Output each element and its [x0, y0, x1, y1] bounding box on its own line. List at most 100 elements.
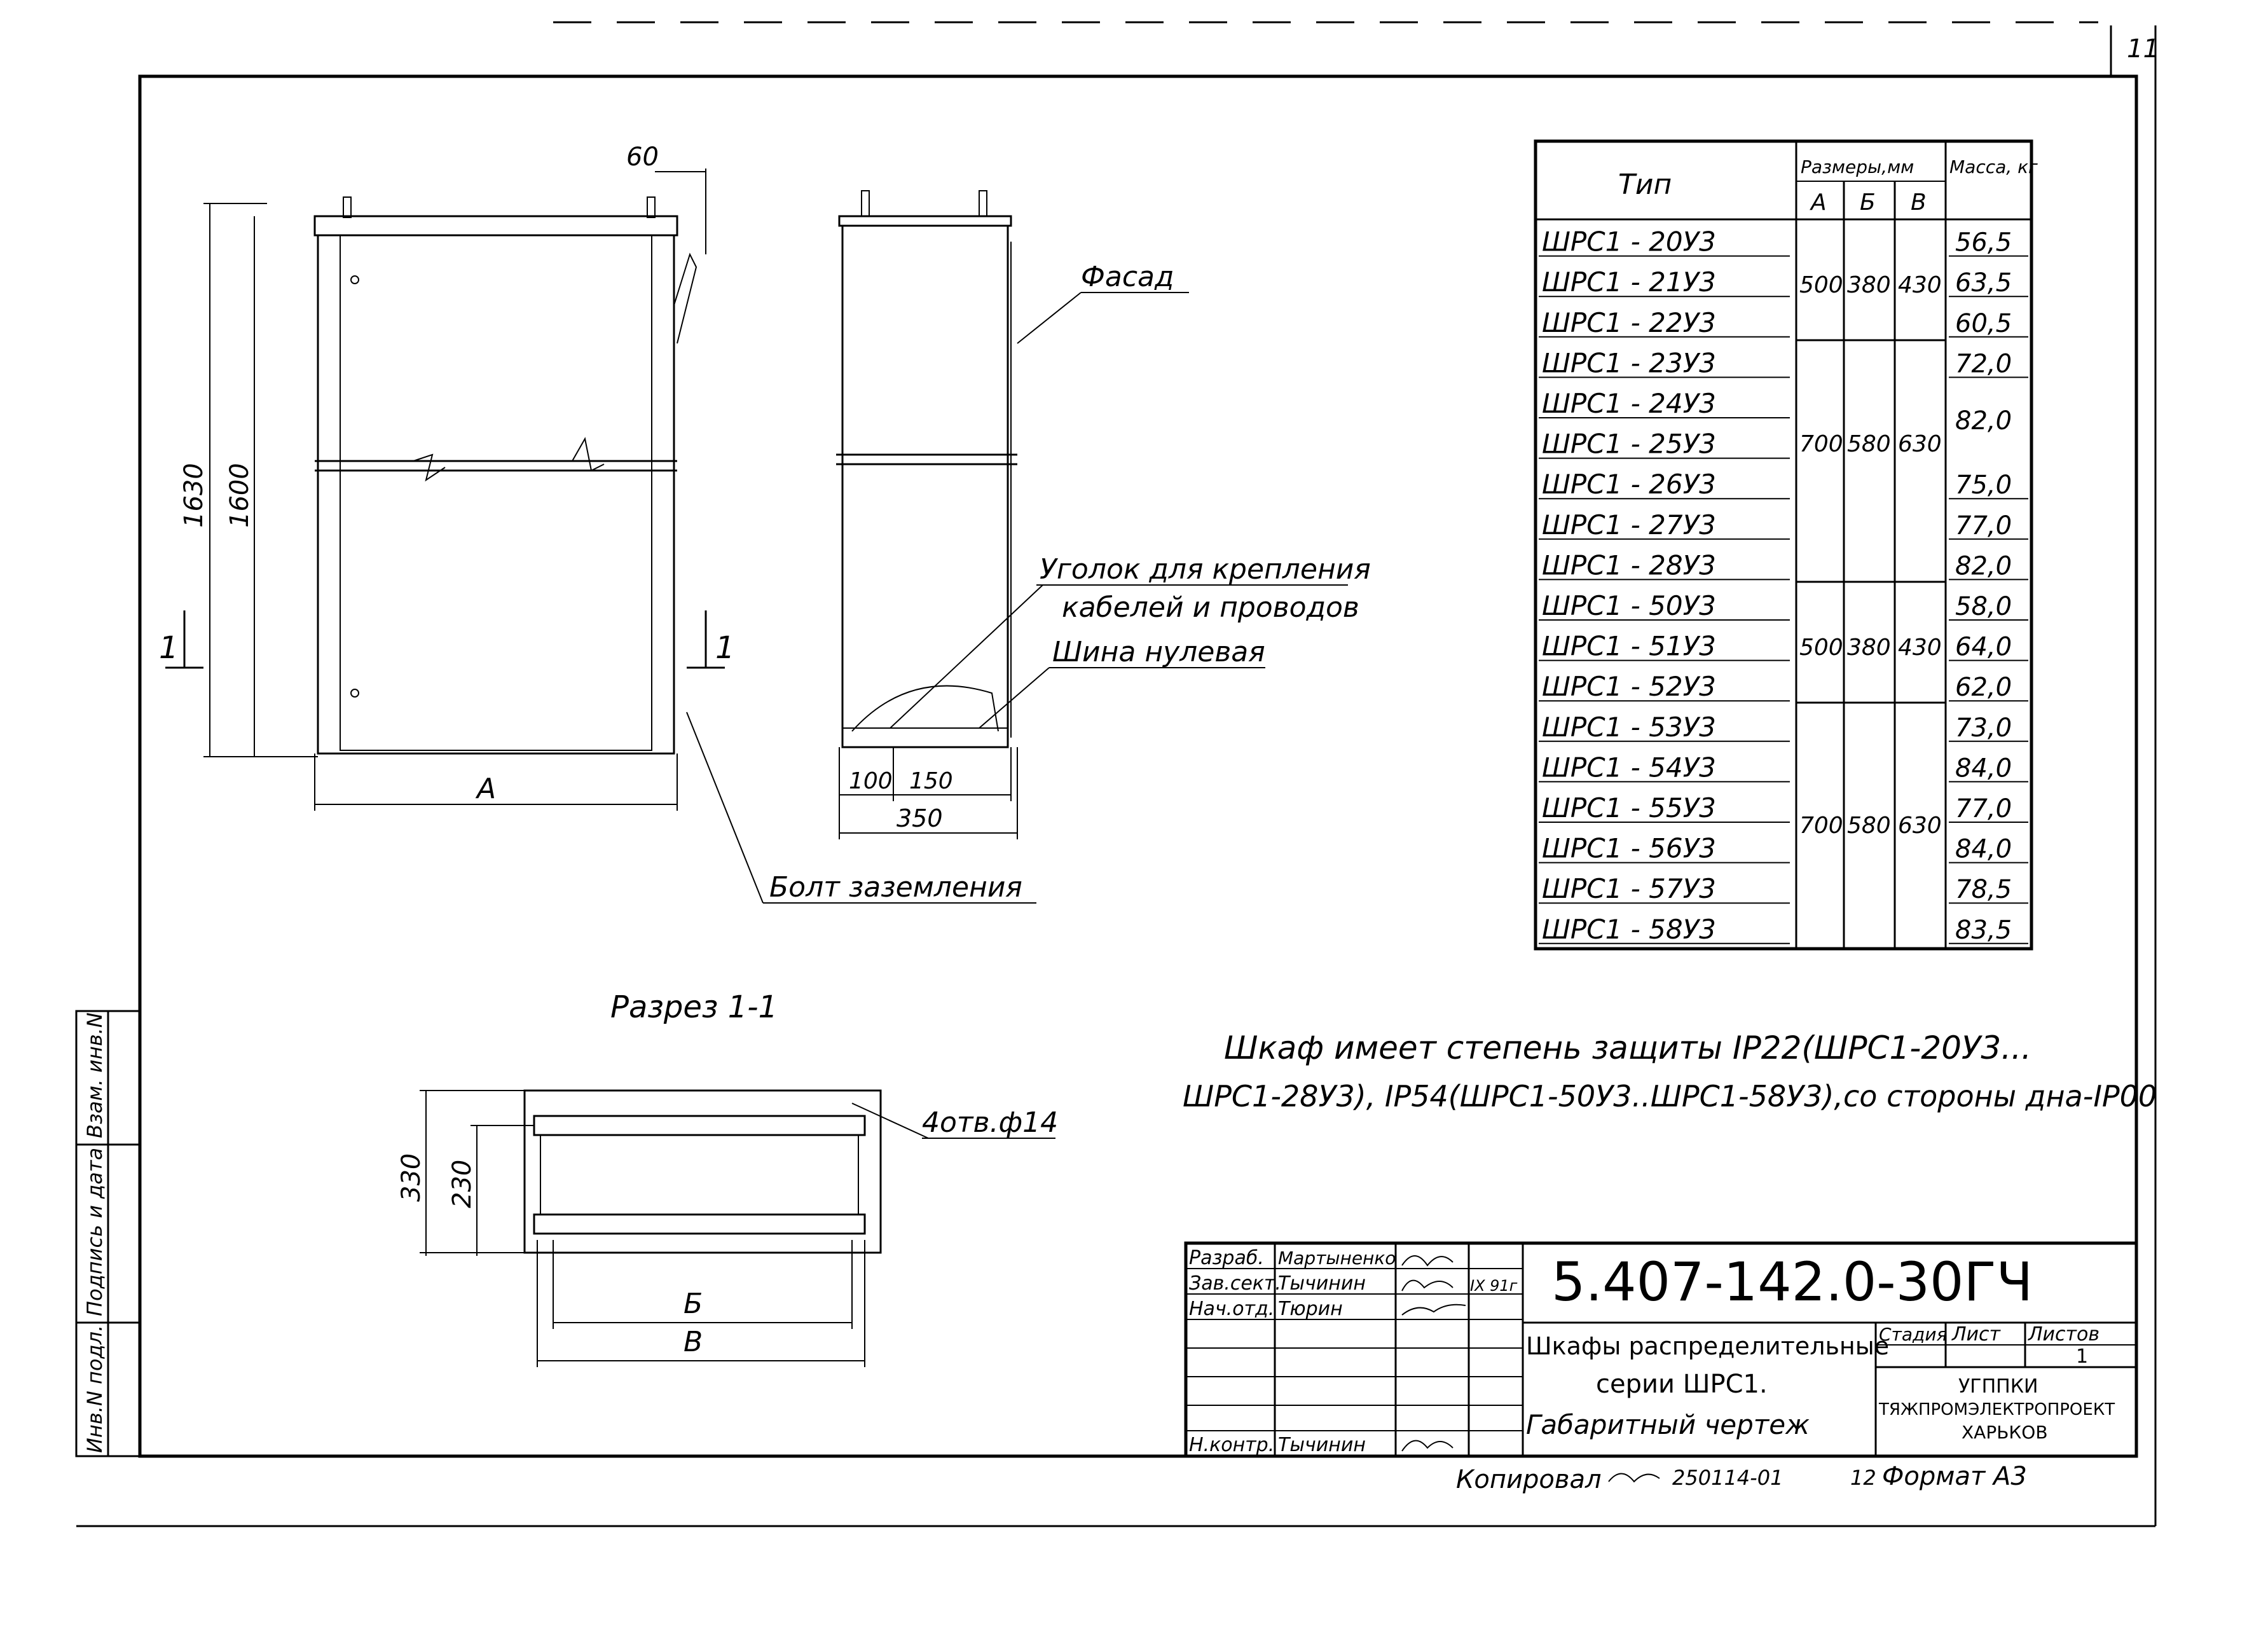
row-type: ШРС1 - 28У3 — [1542, 549, 1716, 581]
row-type: ШРС1 - 54У3 — [1542, 752, 1716, 783]
row-type: ШРС1 - 20У3 — [1542, 226, 1716, 258]
row-type: ШРС1 - 58У3 — [1542, 914, 1716, 945]
stage-label: Стадия — [1879, 1324, 1947, 1345]
label-angle-2: кабелей и проводов — [1062, 591, 1359, 624]
row-type: ШРС1 - 25У3 — [1542, 429, 1716, 460]
org-line-2: ТЯЖПРОМЭЛЕКТРОПРОЕКТ — [1878, 1400, 2115, 1419]
name-3: Тюрин — [1278, 1298, 1343, 1320]
group-1-b: 380 — [1847, 272, 1891, 298]
row-mass: 64,0 — [1955, 633, 2012, 662]
signature-2 — [1401, 1279, 1454, 1291]
row-mass: 77,0 — [1955, 511, 2012, 540]
strip-orig-inv: Инв.N подл. — [83, 1325, 107, 1453]
spec-table: Тип Размеры,мм Масса, кг А Б В ШРС1 - 20… — [1534, 139, 2038, 951]
group-3: 500 380 430 — [1799, 635, 1942, 661]
row-type: ШРС1 - 21У3 — [1542, 266, 1716, 298]
page-number: 11 — [2127, 34, 2159, 64]
label-holes: 4отв.ф14 — [922, 1106, 1058, 1139]
dim-150: 150 — [909, 768, 953, 794]
side-view: Фасад Уголок для крепления кабелей и про… — [836, 190, 1371, 839]
row-type: ШРС1 - 52У3 — [1542, 671, 1716, 702]
group-1-v: 430 — [1898, 272, 1942, 298]
group-2: 700 580 630 — [1799, 431, 1942, 457]
title-line-3: Габаритный чертеж — [1526, 1409, 1810, 1440]
role-3: Нач.отд. — [1189, 1298, 1274, 1320]
label-ground-bolt: Болт заземления — [769, 871, 1022, 904]
signature-3 — [1401, 1304, 1466, 1316]
sheet-label: Лист — [1951, 1323, 2002, 1346]
title-grid — [1186, 1268, 1523, 1431]
format-label: Формат А3 — [1882, 1462, 2027, 1491]
hdr-mass: Масса, кг — [1949, 156, 2038, 177]
dim-60: 60 — [626, 142, 659, 172]
name-2: Тычинин — [1278, 1272, 1366, 1295]
row-mass: 78,5 — [1955, 875, 2012, 904]
row-mass: 84,0 — [1955, 835, 2012, 864]
note-line-1: Шкаф имеет степень защиты IP22(ШРС1-20У3… — [1224, 1029, 2031, 1066]
row-mass: 60,5 — [1955, 309, 2012, 338]
copied-num: 12 — [1850, 1466, 1876, 1490]
row-mass: 82,0 — [1955, 551, 2012, 581]
group-2-v: 630 — [1898, 431, 1942, 457]
footer: Копировал 250114-01 12 Формат А3 — [76, 1462, 2155, 1527]
left-strip: Взам. инв.N Подпись и дата Инв.N подл. — [75, 1010, 141, 1457]
label-zero-bus: Шина нулевая — [1052, 636, 1265, 668]
row-mass: 77,0 — [1955, 794, 2012, 823]
row-type: ШРС1 - 27У3 — [1542, 509, 1716, 540]
hdr-col-a: А — [1810, 189, 1827, 216]
role-7: Н.контр. — [1189, 1434, 1274, 1456]
section-view: Разрез 1-1 330 230 Б В 4отв.ф14 — [397, 989, 1058, 1367]
org-line-1: УГППКИ — [1958, 1375, 2038, 1398]
group-3-v: 430 — [1898, 635, 1942, 661]
name-7: Тычинин — [1278, 1434, 1366, 1456]
group-3-b: 380 — [1847, 635, 1891, 661]
top-edge: 11 — [553, 21, 2159, 1526]
signature-4 — [1401, 1440, 1454, 1452]
group-4-b: 580 — [1847, 813, 1891, 839]
copied-signature — [1608, 1473, 1660, 1483]
row-type: ШРС1 - 23У3 — [1542, 347, 1716, 378]
label-angle-1: Уголок для крепления — [1040, 553, 1371, 586]
title-line-2: серии ШРС1. — [1596, 1370, 1768, 1399]
dim-1600: 1600 — [225, 463, 254, 528]
group-1: 500 380 430 — [1799, 272, 1942, 298]
copied-code: 250114-01 — [1672, 1466, 1783, 1490]
protection-note: Шкаф имеет степень защиты IP22(ШРС1-20У3… — [1183, 1029, 2157, 1113]
sheets-value: 1 — [2076, 1346, 2088, 1368]
org-line-3: ХАРЬКОВ — [1962, 1422, 2048, 1443]
row-mass: 56,5 — [1955, 228, 2012, 258]
dim-1630: 1630 — [179, 463, 209, 528]
dim-330: 330 — [397, 1153, 426, 1202]
dim-230: 230 — [448, 1160, 477, 1208]
dim-350: 350 — [897, 804, 943, 832]
section-mark-right: 1 — [715, 630, 735, 666]
title-block: Разраб. Зав.сект. Нач.отд. Н.контр. Март… — [1184, 1241, 2138, 1458]
drawing-frame — [138, 74, 2138, 1458]
row-type: ШРС1 - 24У3 — [1542, 388, 1716, 419]
row-mass: 58,0 — [1955, 592, 2012, 621]
name-1: Мартыненко — [1278, 1248, 1396, 1269]
row-type: ШРС1 - 50У3 — [1542, 590, 1716, 621]
row-type: ШРС1 - 53У3 — [1542, 712, 1716, 743]
mass-merged-24-25: 82,0 — [1955, 406, 2012, 436]
dim-b: Б — [684, 1288, 703, 1320]
row-type: ШРС1 - 55У3 — [1542, 792, 1716, 823]
group-4-v: 630 — [1898, 813, 1942, 839]
signature-1 — [1401, 1255, 1454, 1267]
label-facade: Фасад — [1081, 261, 1174, 293]
role-2: Зав.сект. — [1189, 1272, 1281, 1295]
group-4: 700 580 630 — [1799, 813, 1942, 839]
row-mass: 84,0 — [1955, 754, 2012, 783]
row-mass: 75,0 — [1955, 471, 2012, 500]
row-type: ШРС1 - 56У3 — [1542, 833, 1716, 864]
row-mass: 73,0 — [1955, 713, 2012, 743]
row-type: ШРС1 - 51У3 — [1542, 631, 1716, 662]
date-note: IX 91г — [1470, 1277, 1518, 1295]
group-2-b: 580 — [1847, 431, 1891, 457]
row-type: ШРС1 - 57У3 — [1542, 873, 1716, 904]
title-line-1: Шкафы распределительные — [1526, 1332, 1889, 1360]
hdr-sizes: Размеры,мм — [1801, 156, 1914, 177]
row-type: ШРС1 - 26У3 — [1542, 469, 1716, 500]
row-mass: 63,5 — [1955, 268, 2012, 298]
